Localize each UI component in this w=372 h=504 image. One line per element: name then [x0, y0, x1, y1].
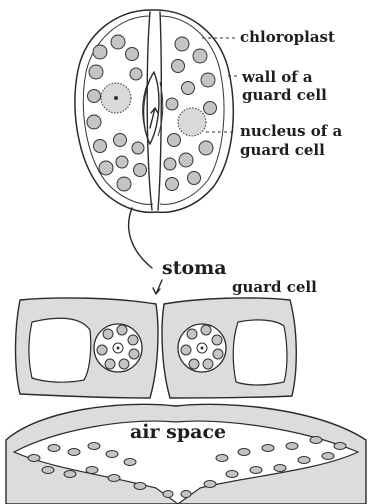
label-nucleus-line2: guard cell: [240, 141, 325, 159]
nucleus-right: [178, 108, 206, 136]
label-chloroplast: chloroplast: [240, 28, 335, 46]
label-air-space: air space: [130, 421, 226, 443]
connector-arrow: [129, 208, 152, 268]
label-guard-cell: guard cell: [232, 278, 317, 296]
label-wall-line1: wall of a: [241, 68, 313, 86]
label-stoma: stoma: [162, 257, 227, 279]
label-nucleus-line1: nucleus of a: [240, 122, 342, 140]
label-wall-line2: guard cell: [242, 86, 327, 104]
mesophyll-cross-section: [6, 404, 366, 504]
guard-cells-surface-view: [75, 10, 233, 212]
epidermis-cross-section: [16, 298, 297, 398]
